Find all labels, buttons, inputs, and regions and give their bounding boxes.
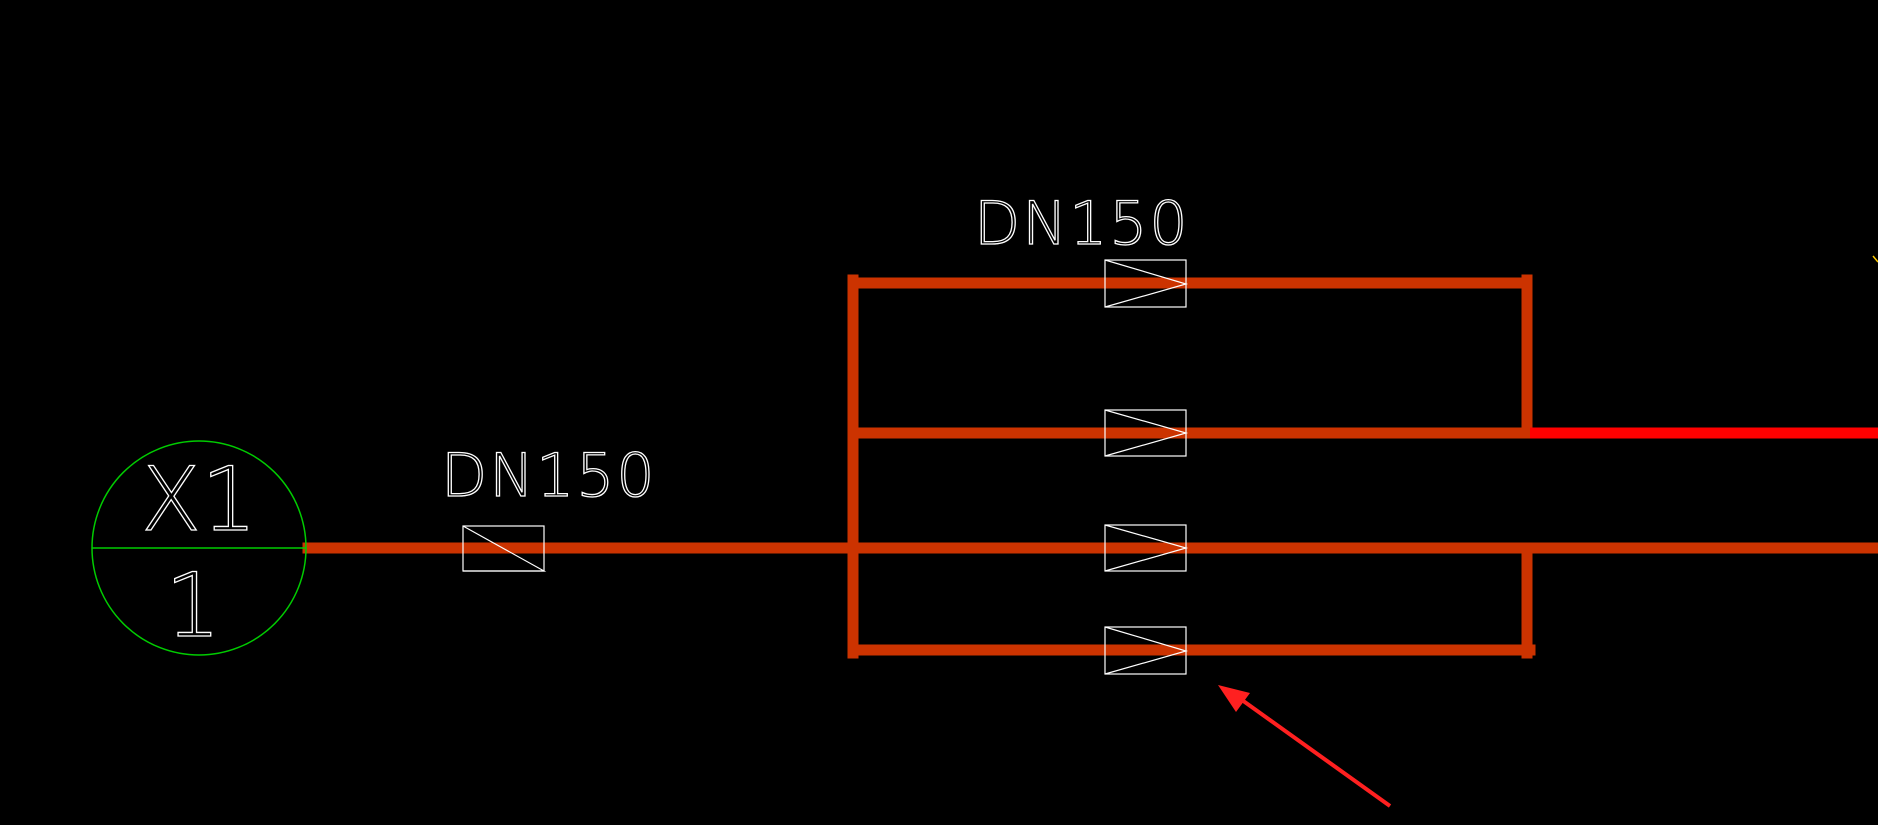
valve-symbol [1104, 524, 1189, 572]
arrow-up-left-icon [1218, 685, 1392, 808]
valve-symbol [1104, 409, 1189, 457]
arrow-shaft [1226, 688, 1392, 808]
valve-symbol [1104, 626, 1189, 675]
valve-bottom-branch [1104, 626, 1189, 675]
inlet-pipe-size-label: DN150 [441, 441, 657, 511]
pipe-network [302, 274, 1878, 659]
node-symbol: X1 1 [91, 440, 307, 658]
arrow-head [1218, 685, 1250, 712]
valve-symbol [1104, 259, 1189, 308]
valve-inlet [462, 525, 547, 572]
corner-mark [1872, 255, 1878, 263]
valve-top-branch [1104, 259, 1189, 308]
valve-group [462, 259, 1189, 675]
valve-symbol [462, 525, 547, 572]
valve-second-branch [1104, 409, 1189, 457]
node-top-label: X1 [141, 448, 257, 551]
bypass-pipe-size-label: DN150 [974, 189, 1190, 259]
valve-main-line [1104, 524, 1189, 572]
node-bottom-label: 1 [165, 554, 221, 657]
